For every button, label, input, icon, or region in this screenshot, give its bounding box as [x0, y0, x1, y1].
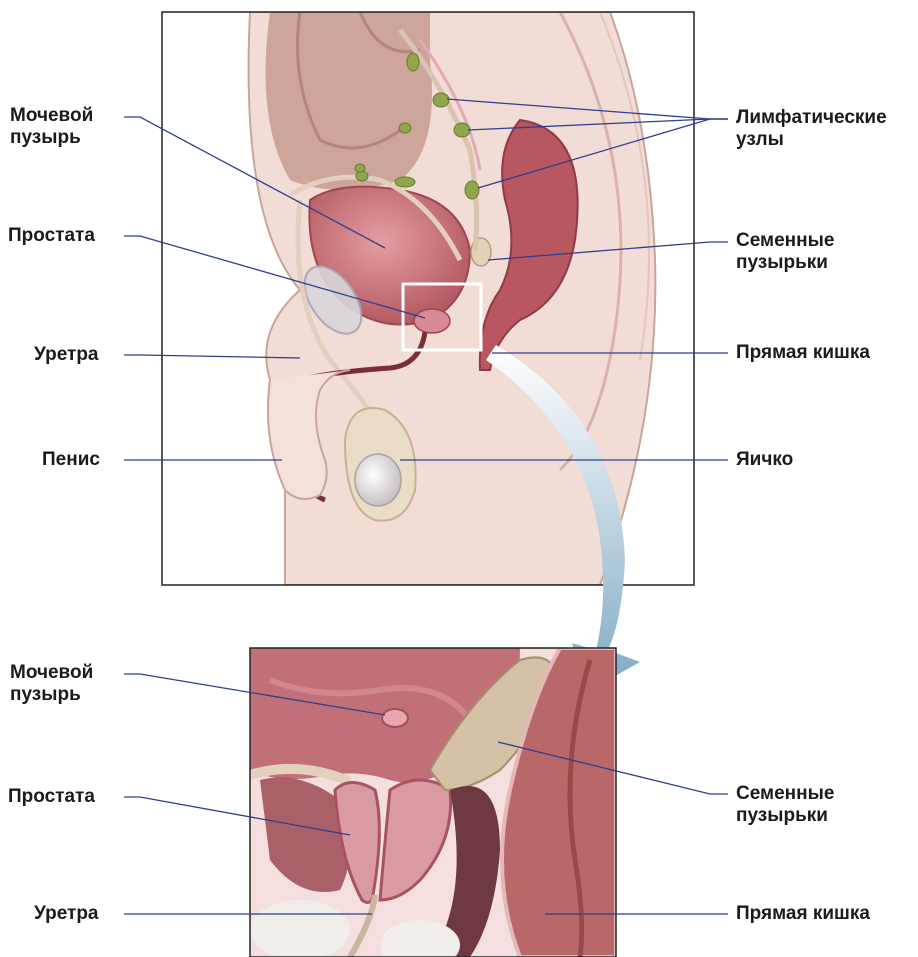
- label-seminal-vesicles-closeup: Семенные пузырьки: [736, 783, 834, 827]
- label-prostate-closeup: Простата: [8, 786, 95, 808]
- prostate: [414, 309, 450, 333]
- label-rectum-closeup: Прямая кишка: [736, 903, 870, 925]
- testis: [355, 454, 401, 506]
- label-rectum: Прямая кишка: [736, 342, 870, 364]
- label-urethra-closeup: Уретра: [34, 903, 99, 925]
- label-prostate: Простата: [8, 225, 95, 247]
- label-bladder-closeup: Мочевой пузырь: [10, 662, 93, 706]
- prostate-close-up: [250, 648, 616, 957]
- label-urethra: Уретра: [34, 344, 99, 366]
- label-testis: Яичко: [736, 449, 793, 471]
- label-bladder: Мочевой пузырь: [10, 105, 93, 149]
- label-lymph-nodes: Лимфатические узлы: [736, 107, 887, 151]
- label-seminal-vesicles: Семенные пузырьки: [736, 230, 834, 274]
- label-penis: Пенис: [42, 449, 100, 471]
